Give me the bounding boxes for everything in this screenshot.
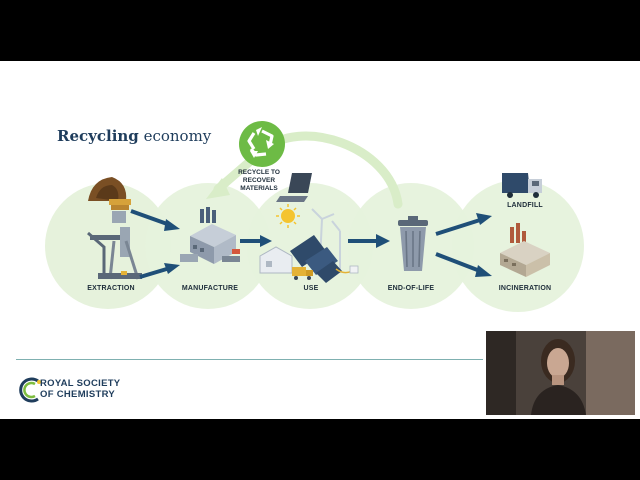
incinerator-icon: [500, 223, 550, 277]
recycle-icon: [239, 121, 285, 167]
label-manufacture: MANUFACTURE: [181, 285, 239, 292]
divider: [16, 359, 483, 360]
logo-line-1: ROYAL SOCIETY: [40, 378, 121, 389]
rsc-logo-icon: [19, 377, 41, 403]
arrow-to-landfill: [435, 218, 481, 236]
sun-icon: [276, 204, 300, 228]
title-bold: Recycling: [57, 127, 139, 145]
title-rest: economy: [138, 127, 212, 145]
rsc-logo-text: ROYAL SOCIETY OF CHEMISTRY: [40, 378, 120, 400]
arrow-to-incineration: [435, 252, 481, 273]
oil-pump-icon: [87, 227, 142, 280]
arrow-extraction-manufacture-top: [130, 209, 171, 227]
mining-icon: [88, 177, 131, 223]
label-incineration: INCINERATION: [498, 285, 552, 292]
presenter-image: [486, 331, 635, 415]
label-extraction: EXTRACTION: [87, 285, 135, 292]
solar-panel-icon: [290, 235, 342, 283]
label-end-of-life: END-OF-LIFE: [387, 285, 435, 292]
house-icon: [259, 246, 293, 274]
plug-icon: [335, 265, 359, 274]
arrow-extraction-manufacture-bottom: [139, 266, 171, 279]
laptop-icon: [276, 173, 312, 202]
truck-icon: [292, 267, 313, 280]
logo-line-2: OF CHEMISTRY: [40, 389, 116, 400]
page-title: Recycling economy: [57, 127, 211, 145]
label-landfill: LANDFILL: [507, 202, 543, 209]
garbage-truck-icon: [502, 173, 542, 198]
recycle-label: RECYCLE TO RECOVER MATERIALS: [238, 169, 280, 192]
trash-can-icon: [398, 216, 428, 271]
recycle-arc-head: [206, 178, 230, 199]
presenter-webcam: [486, 331, 635, 415]
slide: Recycling economy RECYCLE TO RECOVER MAT…: [0, 61, 640, 419]
label-use: USE: [303, 285, 319, 292]
factory-icon: [180, 207, 240, 264]
recycling-diagram: [45, 121, 584, 312]
